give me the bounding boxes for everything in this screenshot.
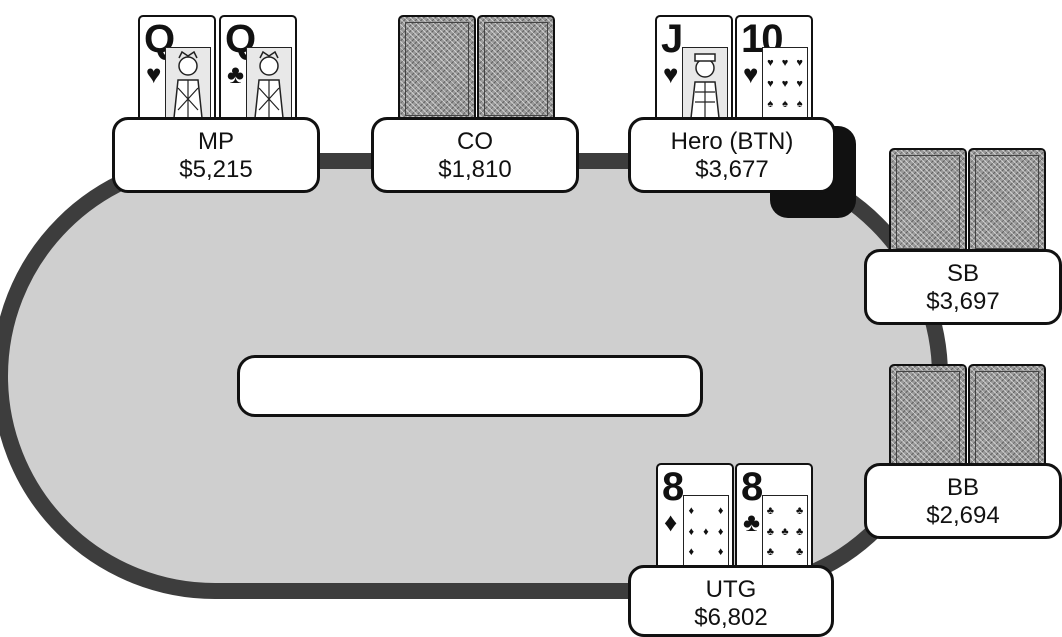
player-position: UTG [631, 576, 831, 604]
card-utg-2: 8 ♣ ♣♣ ♣♣♣ ♣♣ [735, 463, 813, 571]
player-plate-sb: SB $3,697 [864, 249, 1062, 325]
card-back-sb-2 [968, 148, 1046, 256]
player-stack: $3,677 [631, 156, 833, 184]
player-plate-utg: UTG $6,802 [628, 565, 834, 637]
card-pips: ♥♥♥ ♥♥♥ ♠♠♠ [762, 47, 808, 121]
community-board [237, 355, 703, 417]
card-mp-2: Q ♣ [219, 15, 297, 123]
card-hero-2: 10 ♥ ♥♥♥ ♥♥♥ ♠♠♠ [735, 15, 813, 123]
card-mp-1: Q ♥ [138, 15, 216, 123]
player-position: Hero (BTN) [631, 128, 833, 156]
club-suit-icon: ♣ [743, 509, 760, 535]
card-back-bb-1 [889, 364, 967, 472]
jack-portrait-icon [682, 47, 728, 121]
player-stack: $2,694 [867, 502, 1059, 530]
diamond-suit-icon: ♦ [664, 509, 677, 535]
card-rank: 8 [662, 467, 682, 507]
club-suit-icon: ♣ [227, 61, 244, 87]
player-plate-bb: BB $2,694 [864, 463, 1062, 539]
player-stack: $6,802 [631, 604, 831, 632]
card-pips: ♦♦ ♦♦♦ ♦♦ [683, 495, 729, 569]
player-stack: $1,810 [374, 156, 576, 184]
card-back-bb-2 [968, 364, 1046, 472]
card-back-co-1 [398, 15, 476, 123]
card-utg-1: 8 ♦ ♦♦ ♦♦♦ ♦♦ [656, 463, 734, 571]
player-plate-co: CO $1,810 [371, 117, 579, 193]
heart-suit-icon: ♥ [146, 61, 161, 87]
card-hero-1: J ♥ [655, 15, 733, 123]
queen-portrait-icon [246, 47, 292, 121]
player-position: CO [374, 128, 576, 156]
player-plate-mp: MP $5,215 [112, 117, 320, 193]
card-rank: 8 [741, 467, 761, 507]
card-back-sb-1 [889, 148, 967, 256]
card-pips: ♣♣ ♣♣♣ ♣♣ [762, 495, 808, 569]
player-position: SB [867, 260, 1059, 288]
player-plate-hero: Hero (BTN) $3,677 [628, 117, 836, 193]
heart-suit-icon: ♥ [743, 61, 758, 87]
queen-portrait-icon [165, 47, 211, 121]
player-position: BB [867, 474, 1059, 502]
heart-suit-icon: ♥ [663, 61, 678, 87]
player-position: MP [115, 128, 317, 156]
player-stack: $3,697 [867, 288, 1059, 316]
player-stack: $5,215 [115, 156, 317, 184]
card-back-co-2 [477, 15, 555, 123]
card-rank: J [661, 19, 681, 59]
